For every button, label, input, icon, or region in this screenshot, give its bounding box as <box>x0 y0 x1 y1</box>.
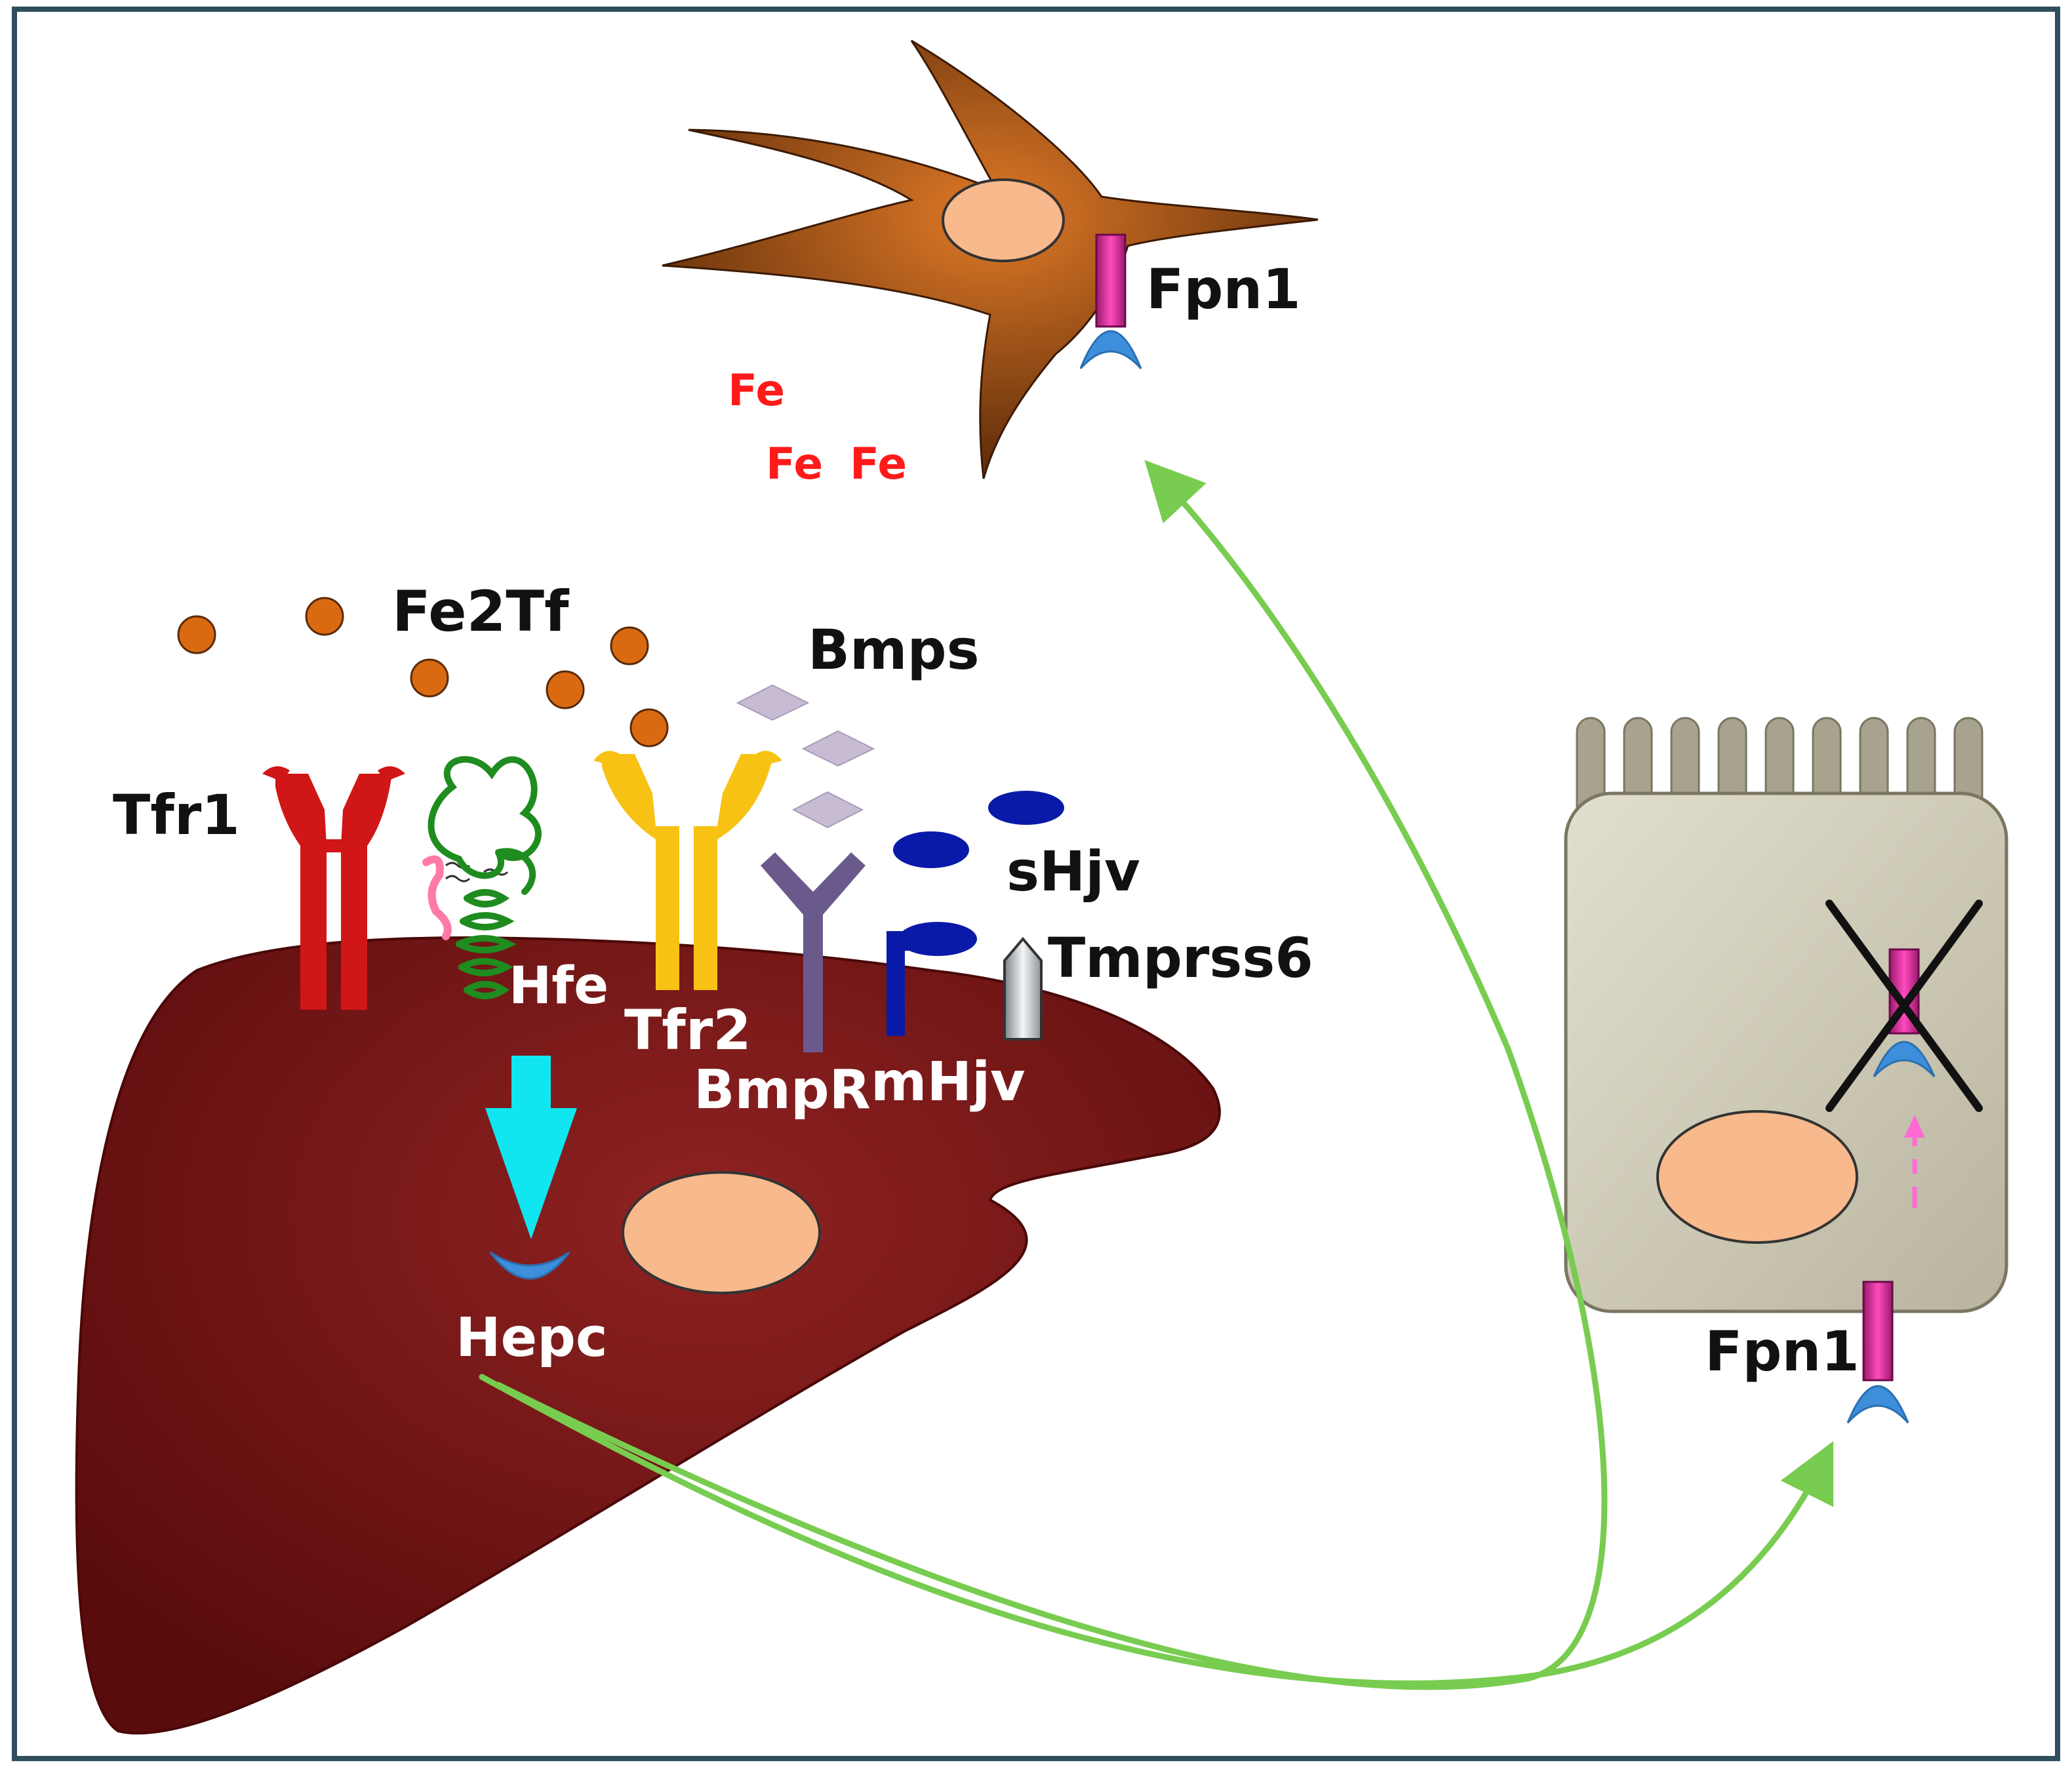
membrane-hjv <box>887 922 977 1036</box>
arrow-to-macrophage <box>495 460 1608 1690</box>
label-tfr2: Tfr2 <box>624 998 751 1062</box>
hepcidin-liver-icon <box>489 1251 570 1280</box>
degradation-cross-icon <box>1825 900 1983 1112</box>
soluble-hjv-2 <box>988 791 1064 825</box>
fpn1-macrophage-channel <box>1095 233 1126 328</box>
label-fe-1: Fe <box>728 365 785 416</box>
macrophage-nucleus <box>942 178 1065 262</box>
label-tmprss6: Tmprss6 <box>1048 926 1313 990</box>
label-shjv: sHjv <box>1006 839 1140 904</box>
label-fe-2: Fe <box>766 439 823 489</box>
label-fpn1-enterocyte: Fpn1 <box>1705 1319 1860 1383</box>
fpn1-enterocyte-channel <box>1862 1281 1894 1382</box>
label-bmpr: BmpR <box>694 1059 871 1121</box>
label-mhjv: mHjv <box>871 1051 1026 1113</box>
hepcidin-circulation-arrows <box>479 460 1834 1690</box>
fe2tf-particles <box>177 597 669 747</box>
bmp-ligands <box>736 684 875 829</box>
hfe-to-hepcidin-arrow <box>485 1056 577 1239</box>
label-tfr1: Tfr1 <box>113 783 240 847</box>
hfe-protein <box>428 756 542 999</box>
beta2-microglobulin-icon <box>422 855 452 940</box>
label-hepc: Hepc <box>456 1307 608 1369</box>
soluble-hjv-1 <box>893 831 969 868</box>
liver-shape <box>75 936 1221 1735</box>
label-bmps: Bmps <box>808 618 980 682</box>
label-fe2tf: Fe2Tf <box>392 579 570 645</box>
label-fe-3: Fe <box>850 439 907 489</box>
bmpr-receptor <box>761 852 866 1052</box>
enterocyte-nucleus <box>1656 1110 1858 1244</box>
hepcidin-bound-enterocyte <box>1846 1385 1909 1423</box>
tfr2-receptor <box>593 751 782 990</box>
liver-nucleus <box>622 1171 821 1294</box>
label-hfe: Hfe <box>509 957 608 1016</box>
hepcidin-bound-macrophage <box>1079 330 1142 369</box>
label-fpn1-macrophage: Fpn1 <box>1146 257 1301 321</box>
internalization-arrow <box>1904 1115 1925 1208</box>
hepcidin-internal-icon <box>1873 1041 1936 1078</box>
tfr1-receptor <box>262 766 405 1010</box>
tmprss6-protein <box>1003 936 1043 1041</box>
